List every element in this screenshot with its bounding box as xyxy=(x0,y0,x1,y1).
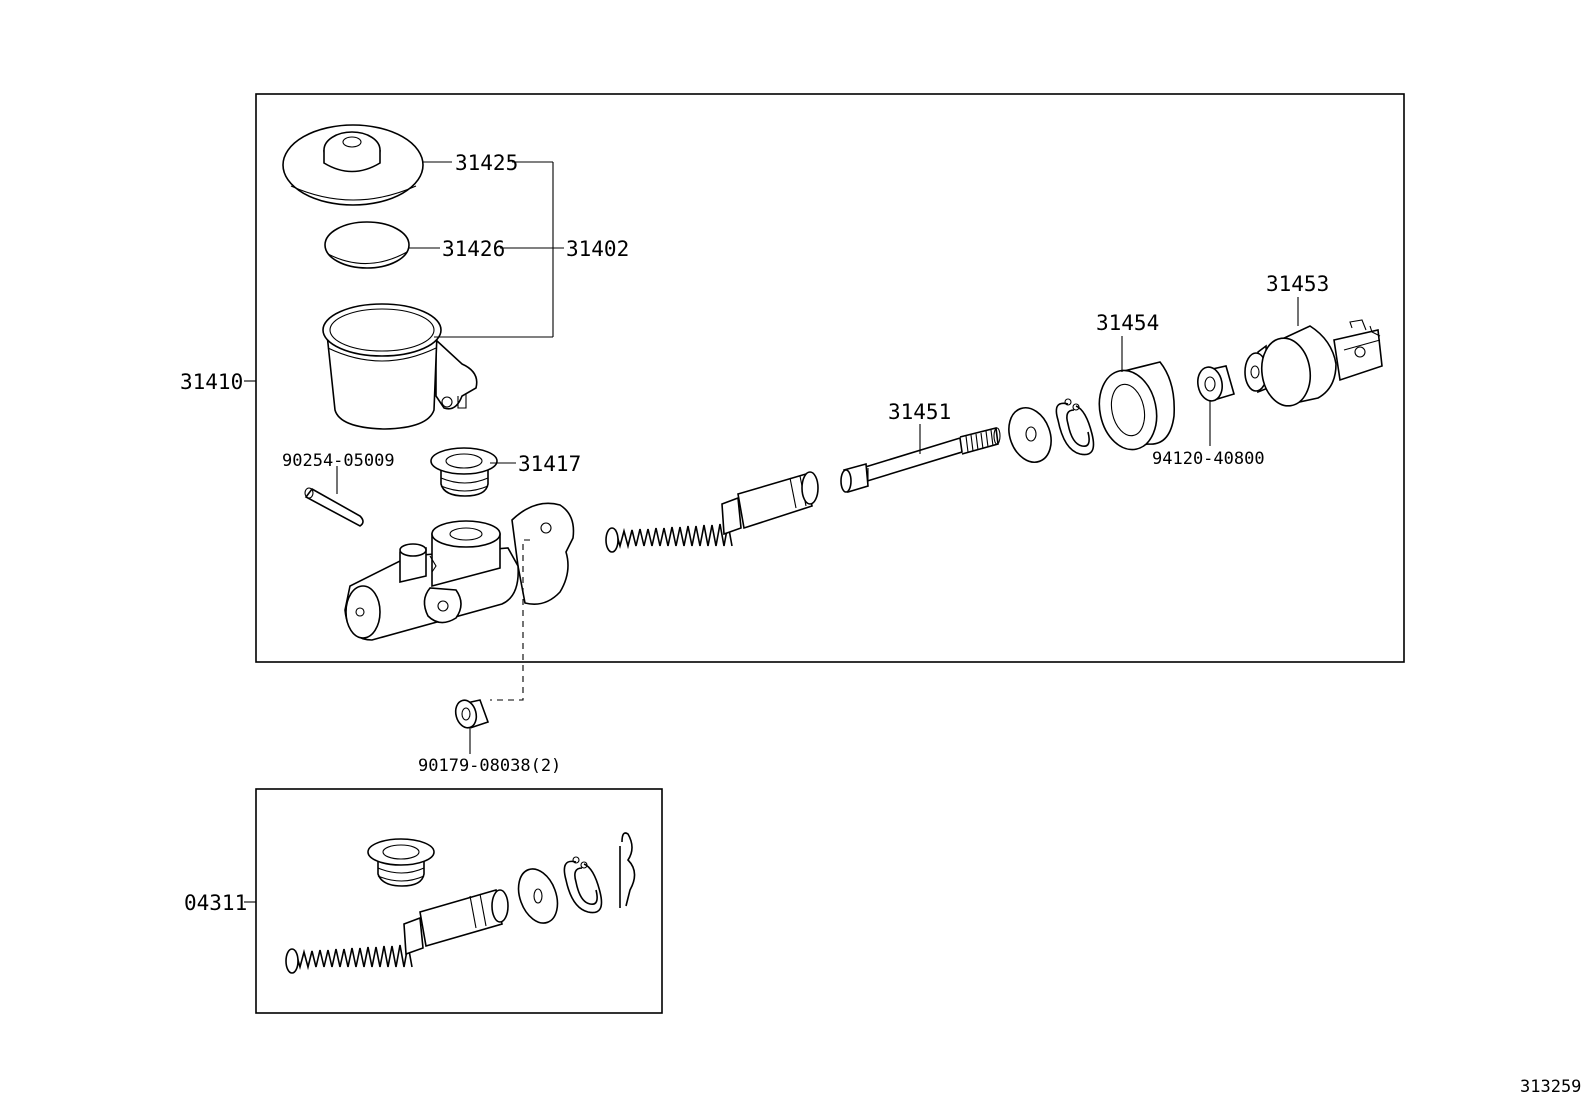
kit-washer xyxy=(517,868,559,924)
mounting-nut xyxy=(454,699,490,730)
boot xyxy=(1098,361,1176,451)
kit-clip xyxy=(619,832,636,908)
push-rod xyxy=(840,427,1001,494)
reservoir-gasket xyxy=(324,221,410,269)
illustration-number: 313259 xyxy=(1520,1077,1581,1097)
snap-ring xyxy=(1055,398,1095,456)
grommet xyxy=(430,447,498,497)
label-repair-kit: 04311 xyxy=(184,891,247,915)
label-boot: 31454 xyxy=(1096,311,1159,335)
master-cylinder-group-box xyxy=(255,93,1405,663)
kit-piston-spring xyxy=(285,888,509,974)
label-master-cylinder-assy: 31410 xyxy=(180,370,243,394)
label-grommet: 31417 xyxy=(518,452,581,476)
label-pin: 90254-05009 xyxy=(282,451,395,471)
label-clevis: 31453 xyxy=(1266,272,1329,296)
kit-snap-ring xyxy=(563,856,603,914)
pin xyxy=(304,487,364,527)
clevis xyxy=(1244,319,1383,407)
label-reservoir-sub-assy: 31402 xyxy=(566,237,629,261)
reservoir-cap xyxy=(282,124,424,206)
washer xyxy=(1008,407,1052,463)
label-nut: 94120-40800 xyxy=(1152,449,1265,469)
label-push-rod: 31451 xyxy=(888,400,951,424)
piston-spring-assembly xyxy=(605,471,819,553)
kit-grommet xyxy=(367,838,435,887)
leader-lines xyxy=(244,161,1299,903)
label-mounting-nut: 90179-08038(2) xyxy=(418,756,561,776)
master-cylinder-body xyxy=(344,502,575,641)
reservoir-body xyxy=(322,303,478,430)
repair-kit-group-box xyxy=(255,788,663,1014)
nut xyxy=(1197,365,1235,402)
label-reservoir-cap: 31425 xyxy=(455,151,518,175)
label-reservoir-gasket: 31426 xyxy=(442,237,505,261)
